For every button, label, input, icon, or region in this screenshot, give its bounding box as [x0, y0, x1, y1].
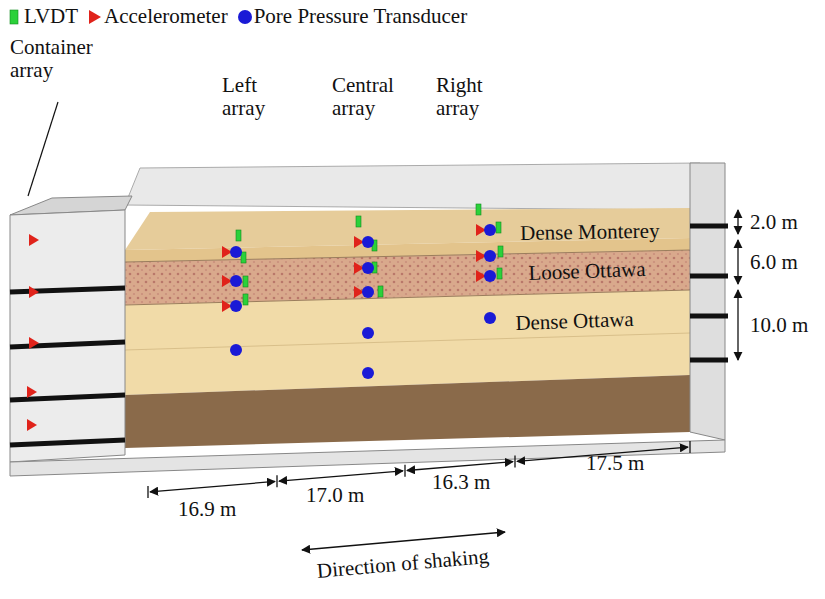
- length-dimensions: [148, 441, 690, 498]
- leader-line: [28, 102, 58, 196]
- legend-item: LVDT: [6, 4, 78, 29]
- array-label: Central array: [332, 74, 412, 120]
- pore-pressure-transducer: [484, 250, 496, 262]
- layer-label: Dense Monterey: [520, 220, 660, 246]
- legend-text: Pore Pressure Transducer: [254, 4, 467, 29]
- layer-label: Dense Ottawa: [515, 308, 634, 335]
- accelerometer: [29, 286, 39, 298]
- pore-pressure-transducer: [362, 327, 374, 339]
- accelerometer: [29, 337, 39, 349]
- array-label: Container array: [10, 36, 100, 82]
- pore-pressure-transducer: [230, 300, 242, 312]
- legend-swatch: [86, 7, 104, 27]
- pore-pressure-transducer: [484, 270, 496, 282]
- container-right-face: [690, 163, 725, 440]
- dimension: 17.0 m: [306, 484, 364, 507]
- dimension: 16.9 m: [178, 498, 236, 521]
- pore-pressure-transducer: [230, 246, 242, 258]
- lvdt: [498, 246, 503, 257]
- legend-text: LVDT: [24, 4, 78, 29]
- legend-swatch: [236, 7, 254, 27]
- dimension: 10.0 m: [750, 314, 808, 337]
- pore-pressure-transducer: [230, 275, 242, 287]
- pore-pressure-transducer: [362, 367, 374, 379]
- back-wall: [125, 163, 700, 210]
- legend-item: Accelerometer: [86, 4, 228, 29]
- pore-pressure-transducer: [230, 344, 242, 356]
- legend-item: Pore Pressure Transducer: [236, 4, 467, 29]
- legend-text: Accelerometer: [104, 4, 228, 29]
- lvdt: [497, 268, 502, 279]
- shaking-label: Direction of shaking: [316, 545, 490, 583]
- lvdt: [236, 230, 241, 241]
- container-floor: [125, 375, 690, 448]
- lvdt: [378, 286, 383, 297]
- accelerometer: [29, 234, 39, 246]
- pore-pressure-transducer: [362, 236, 374, 248]
- lvdt: [356, 216, 361, 227]
- accelerometer: [27, 386, 37, 398]
- legend: LVDT Accelerometer Pore Pressure Transduce…: [6, 4, 475, 29]
- dimension: 17.5 m: [586, 452, 644, 475]
- container-base: [10, 440, 725, 476]
- pore-pressure-transducer: [484, 312, 496, 324]
- array-label: Right array: [436, 74, 498, 120]
- accelerometer: [27, 419, 37, 431]
- depth-dimensions: [737, 210, 738, 360]
- container-left-face: [10, 210, 125, 462]
- dimension: 16.3 m: [432, 471, 490, 494]
- dimension: 6.0 m: [750, 251, 798, 274]
- layer-label: Loose Ottawa: [528, 258, 646, 285]
- array-label: Left array: [222, 74, 282, 120]
- lvdt: [243, 276, 248, 287]
- lvdt: [243, 294, 248, 305]
- lvdt: [496, 222, 501, 233]
- dimension: 2.0 m: [750, 211, 798, 234]
- instruments: [27, 204, 503, 431]
- pore-pressure-transducer: [362, 286, 374, 298]
- lvdt: [476, 204, 481, 215]
- pore-pressure-transducer: [484, 224, 496, 236]
- legend-swatch: [6, 7, 24, 27]
- pore-pressure-transducer: [362, 262, 374, 274]
